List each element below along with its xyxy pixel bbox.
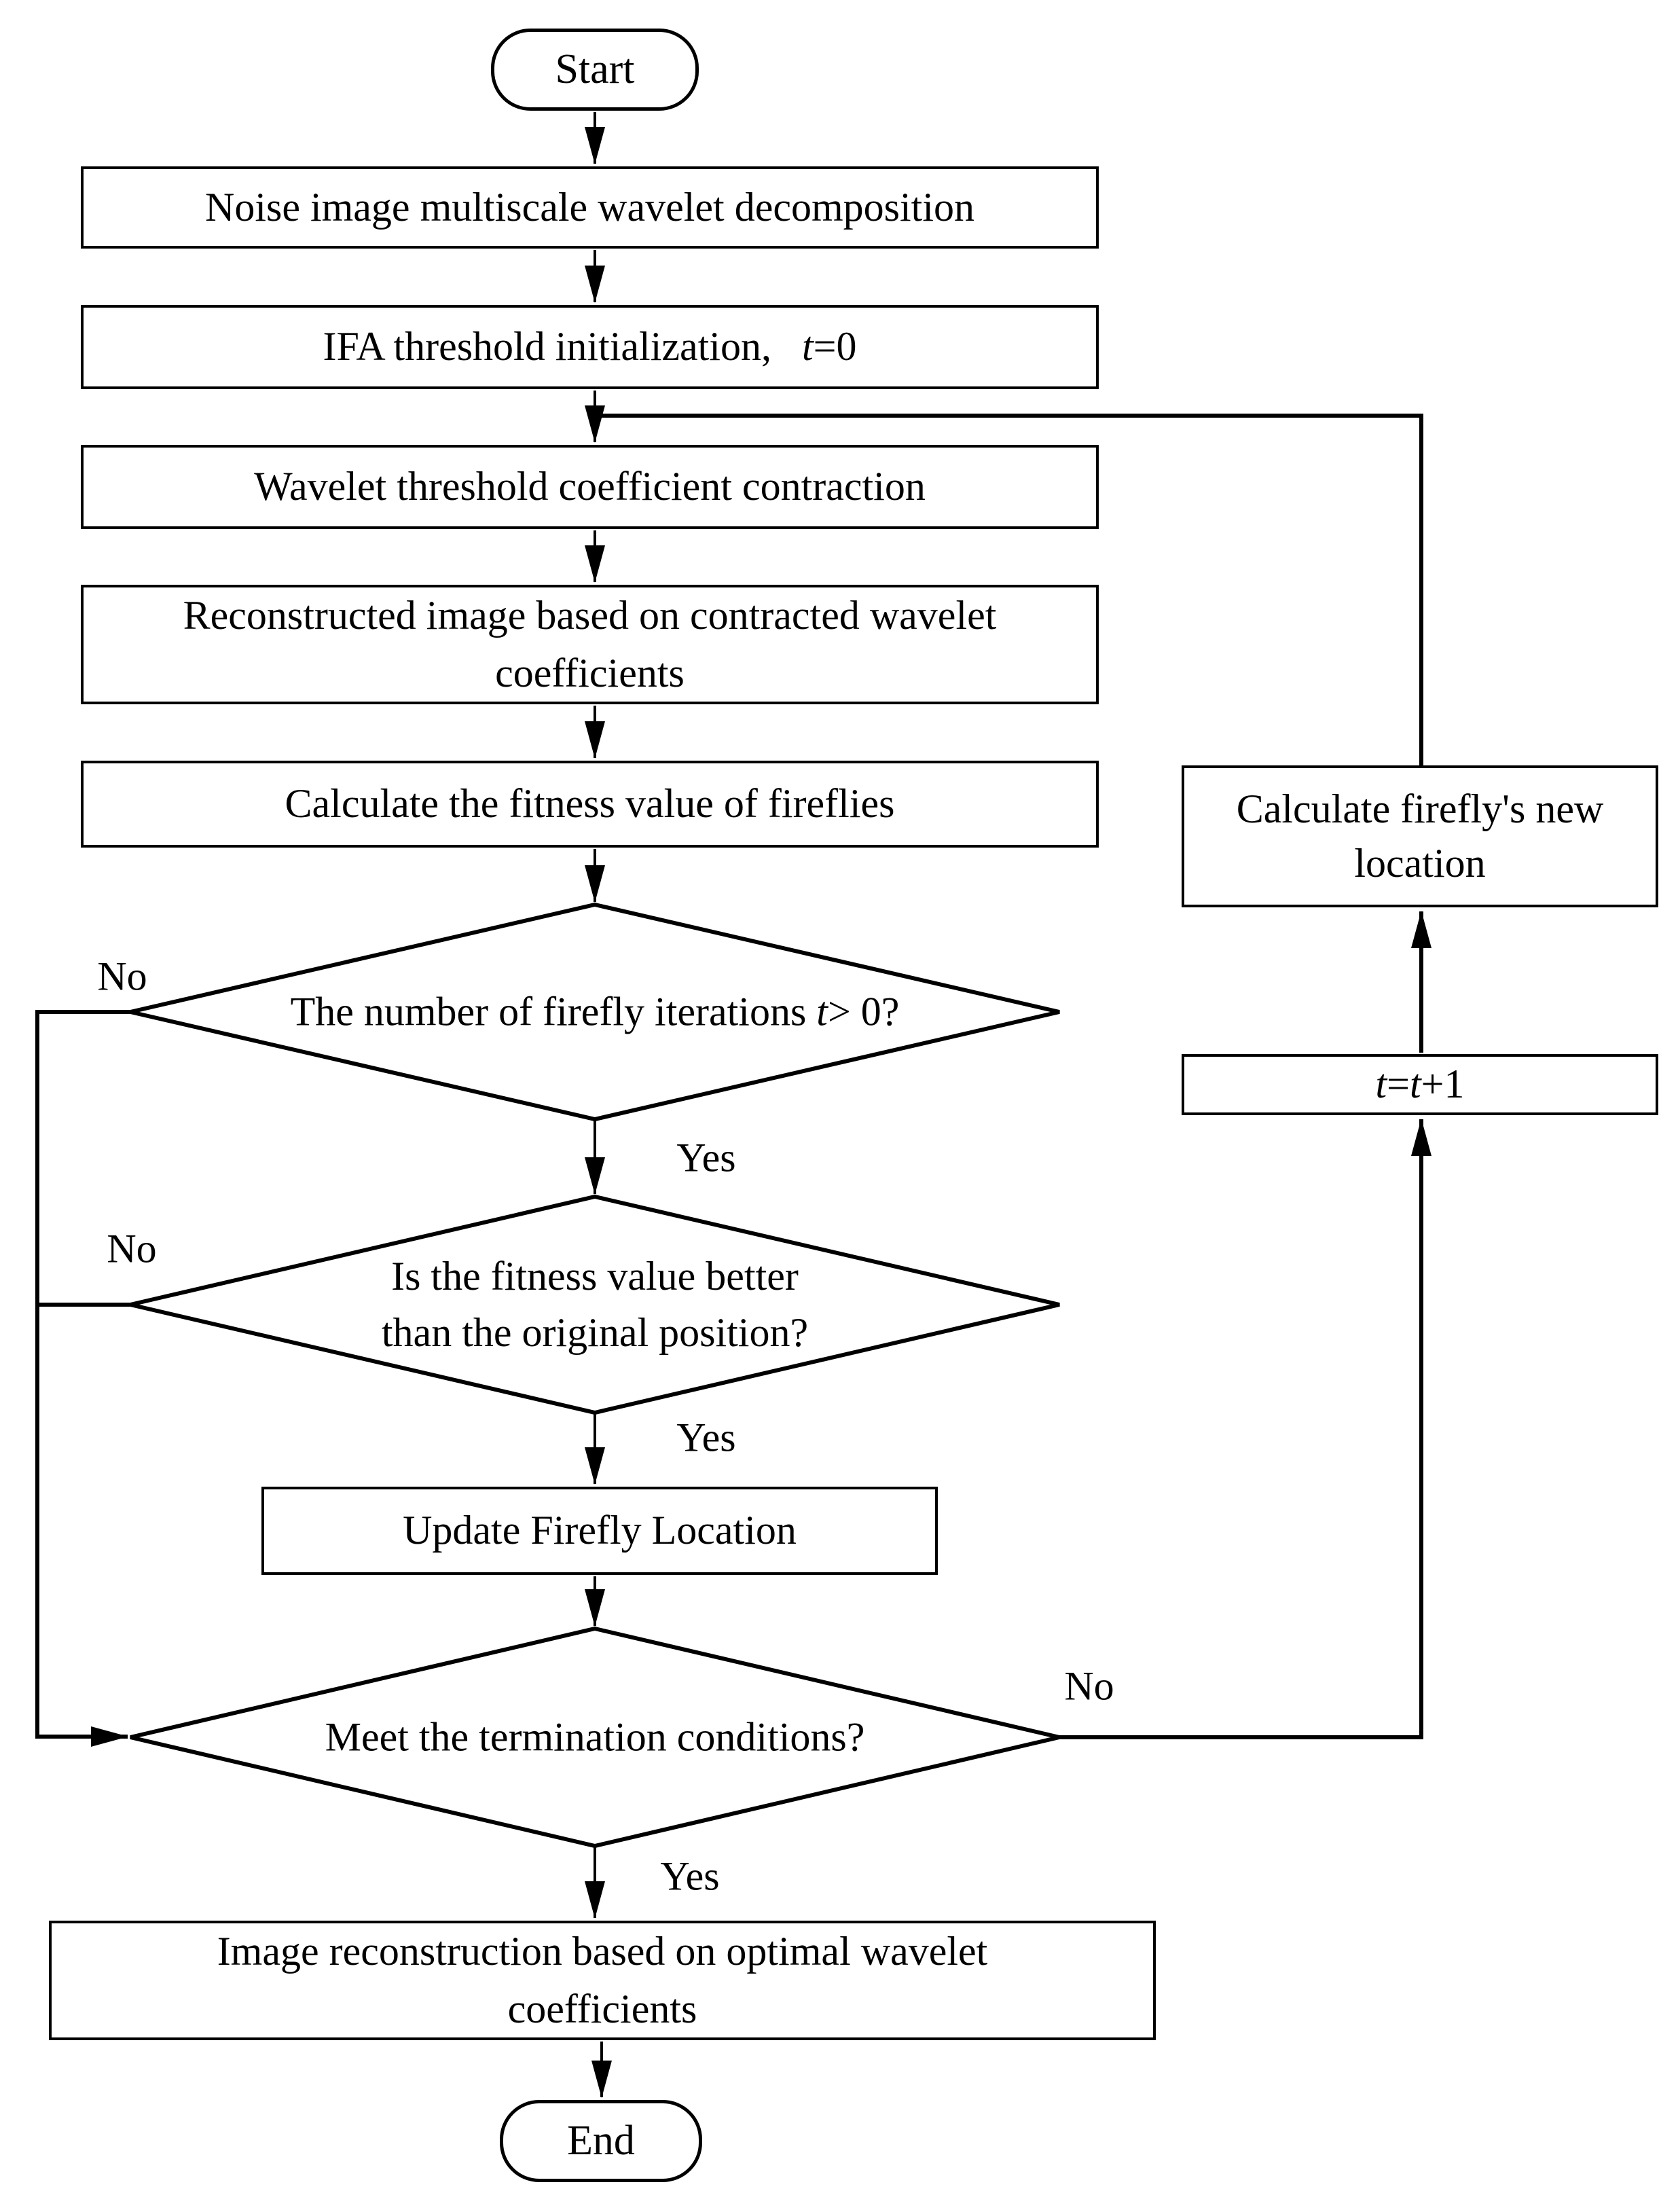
iterations-diamond-label: The number of firefly iterations t> 0? [290, 989, 900, 1034]
reconstruct-label-line1: Reconstructed image based on contracted … [183, 592, 997, 638]
increment-label: t=t+1 [1375, 1062, 1465, 1107]
final-label-line2: coefficients [507, 1987, 697, 2031]
end-terminal: End [500, 2100, 702, 2182]
reconstruct-box: Reconstructed image based on contracted … [81, 585, 1099, 704]
fitness-diamond-label: Is the fitness value better than the ori… [382, 1248, 808, 1361]
start-terminal: Start [491, 29, 699, 111]
update-label: Update Firefly Location [403, 1508, 797, 1553]
new-location-label-line1: Calculate firefly's new [1236, 786, 1604, 832]
iterations-yes-label: Yes [676, 1135, 736, 1180]
new-location-box: Calculate firefly's new location [1182, 765, 1658, 907]
fitness-label: Calculate the fitness value of fireflies [285, 781, 895, 827]
increment-box: t=t+1 [1182, 1054, 1658, 1115]
end-label: End [567, 2118, 635, 2164]
update-box: Update Firefly Location [261, 1487, 938, 1575]
decomposition-label: Noise image multiscale wavelet decomposi… [204, 184, 975, 230]
fitness-diamond-shape [130, 1194, 1060, 1415]
termination-diamond-label: Meet the termination conditions? [325, 1714, 865, 1760]
fitness-diamond-label-line2: than the original position? [381, 1310, 809, 1355]
termination-diamond-shape [130, 1626, 1060, 1849]
fitness-diamond-label-line1: Is the fitness value better [391, 1254, 799, 1299]
iterations-no-label: No [97, 954, 147, 999]
edge-termination-no [1059, 1119, 1431, 1739]
decomposition-box: Noise image multiscale wavelet decomposi… [81, 166, 1099, 249]
edge-feedback-rail [595, 414, 1423, 767]
edge-no-rail-left [35, 1010, 132, 1747]
fitness-box: Calculate the fitness value of fireflies [81, 761, 1099, 848]
contraction-label: Wavelet threshold coefficient contractio… [254, 464, 926, 509]
fitness-no-label: No [107, 1226, 157, 1271]
contraction-box: Wavelet threshold coefficient contractio… [81, 445, 1099, 529]
termination-yes-label: Yes [660, 1853, 720, 1899]
start-label: Start [555, 46, 635, 93]
new-location-label-line2: location [1354, 840, 1486, 886]
final-box: Image reconstruction based on optimal wa… [49, 1921, 1156, 2040]
fitness-yes-label: Yes [676, 1415, 736, 1460]
reconstruct-label-line2: coefficients [495, 651, 685, 695]
final-label-line1: Image reconstruction based on optimal wa… [217, 1928, 988, 1974]
ifa-init-label: IFA threshold initialization, t=0 [323, 324, 857, 369]
termination-no-label: No [1064, 1663, 1114, 1709]
iterations-diamond-shape [130, 902, 1060, 1122]
ifa-init-box: IFA threshold initialization, t=0 [81, 305, 1099, 389]
